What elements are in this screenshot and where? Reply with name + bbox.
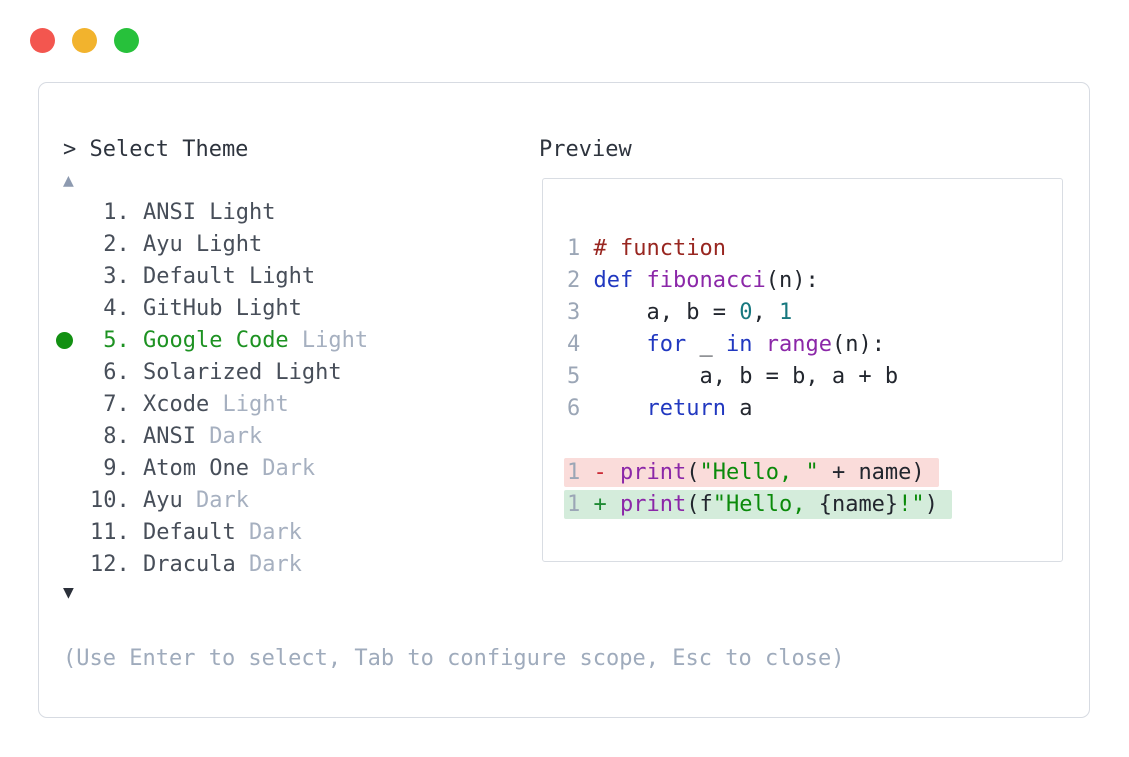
code-token-plain: (n):: [765, 268, 819, 293]
code-token-plain: a: [725, 396, 753, 421]
scroll-down-icon[interactable]: ▼: [63, 582, 74, 603]
code-token-literal: 1: [778, 300, 793, 325]
code-token-plain: + name): [818, 460, 925, 485]
theme-list: 1. ANSI Light 2. Ayu Light 3. Default Ligh…: [90, 197, 368, 581]
theme-list-item-7[interactable]: 7. Xcode Light: [103, 392, 289, 417]
line-number: 1: [567, 492, 581, 517]
theme-list-item-3[interactable]: 3. Default Light: [103, 264, 316, 289]
code-token-plain: (f: [686, 492, 713, 517]
selected-theme-dot-icon: [56, 332, 73, 349]
theme-list-item-9[interactable]: 9. Atom One Dark: [103, 456, 316, 481]
theme-name-part: Solarized Light: [142, 360, 342, 385]
code-token-function: print: [620, 460, 687, 485]
code-token-plain: a, b =: [593, 300, 740, 325]
theme-name-part: Light: [288, 328, 369, 353]
theme-list-item-10[interactable]: 10. Ayu Dark: [90, 488, 249, 513]
code-line-4: 4 for _ in range(n):: [567, 329, 952, 361]
code-token-plain: (n):: [831, 332, 885, 357]
code-token-plain: [594, 396, 647, 421]
theme-name-part: Ayu Light: [142, 232, 263, 257]
theme-list-item-6[interactable]: 6. Solarized Light: [103, 360, 342, 385]
line-number: 1: [567, 460, 581, 485]
line-number: 2: [567, 268, 581, 293]
theme-list-item-4[interactable]: 4. GitHub Light: [103, 296, 302, 321]
code-line-3: 3 a, b = 0, 1: [567, 297, 952, 329]
code-token-plain: [633, 268, 646, 293]
line-number: 6: [567, 396, 581, 421]
code-line-6: 6 return a: [567, 393, 952, 425]
code-token-plain: {name}: [818, 492, 899, 517]
theme-name-part: Atom One: [142, 456, 249, 481]
diff-line-added: 1 + print(f"Hello, {name}!"): [564, 489, 952, 521]
diff-sign-plus-icon: +: [593, 492, 607, 517]
theme-name-part: Xcode: [142, 392, 210, 417]
theme-list-item-2[interactable]: 2. Ayu Light: [103, 232, 263, 257]
code-blank-line: [567, 425, 952, 457]
window-controls: [30, 28, 139, 53]
theme-name-part: Default Light: [142, 264, 316, 289]
line-number: 5: [567, 364, 581, 389]
minimize-window-button[interactable]: [72, 28, 97, 53]
select-theme-prompt: > Select Theme: [63, 137, 249, 162]
theme-name-part: Dark: [235, 552, 302, 577]
theme-name-part: Dracula: [142, 552, 236, 577]
code-token-string: "Hello,: [712, 492, 819, 517]
code-token-function: print: [620, 492, 687, 517]
code-token-comment: # function: [593, 236, 726, 261]
code-line-2: 2 def fibonacci(n):: [567, 265, 952, 297]
theme-name-part: Google Code: [142, 328, 289, 353]
code-token-string: !": [898, 492, 925, 517]
zoom-window-button[interactable]: [114, 28, 139, 53]
theme-list-item-5[interactable]: 5. Google Code Light: [103, 328, 369, 353]
theme-list-item-11[interactable]: 11. Default Dark: [90, 520, 302, 545]
theme-name-part: ANSI Light: [142, 200, 276, 225]
theme-name-part: GitHub Light: [142, 296, 302, 321]
theme-name-part: Dark: [235, 520, 302, 545]
code-line-1: 1 # function: [567, 233, 952, 265]
code-token-plain: [752, 332, 765, 357]
line-number: 4: [567, 332, 581, 357]
code-token-plain: ,: [752, 300, 779, 325]
theme-name-part: Light: [209, 392, 289, 417]
code-token-plain: [594, 332, 647, 357]
theme-name-part: ANSI: [142, 424, 196, 449]
diff-sign-minus-icon: -: [593, 460, 607, 485]
theme-picker-panel: > Select Theme ▲ 1. ANSI Light 2. Ayu Lig…: [38, 82, 1090, 718]
theme-name-part: Dark: [195, 424, 263, 449]
theme-name-part: Dark: [248, 456, 316, 481]
theme-list-item-12[interactable]: 12. Dracula Dark: [90, 552, 302, 577]
theme-name-part: Dark: [182, 488, 249, 513]
preview-heading: Preview: [539, 137, 632, 162]
help-text: (Use Enter to select, Tab to configure s…: [63, 646, 845, 671]
line-number: 1: [567, 236, 581, 261]
code-token-plain: ): [924, 492, 938, 517]
theme-list-item-8[interactable]: 8. ANSI Dark: [103, 424, 263, 449]
diff-line-removed: 1 - print("Hello, " + name): [564, 457, 952, 489]
code-line-5: 5 a, b = b, a + b: [567, 361, 952, 393]
code-token-plain: (: [686, 460, 700, 485]
line-number: 3: [567, 300, 581, 325]
code-token-keyword: def: [593, 268, 634, 293]
close-window-button[interactable]: [30, 28, 55, 53]
theme-name-part: Ayu: [142, 488, 183, 513]
code-token-keyword: return: [646, 396, 726, 421]
theme-name-part: Default: [142, 520, 236, 545]
code-token-literal: 0: [739, 300, 753, 325]
code-token-string: "Hello, ": [699, 460, 819, 485]
code-token-plain: _: [686, 332, 726, 357]
theme-list-item-1[interactable]: 1. ANSI Light: [103, 200, 276, 225]
code-token-keyword: for: [646, 332, 687, 357]
code-token-plain: a, b = b, a + b: [593, 364, 899, 389]
scroll-up-icon[interactable]: ▲: [63, 170, 74, 191]
code-token-function: fibonacci: [646, 268, 766, 293]
code-token-keyword: in: [725, 332, 753, 357]
code-token-function: range: [765, 332, 832, 357]
